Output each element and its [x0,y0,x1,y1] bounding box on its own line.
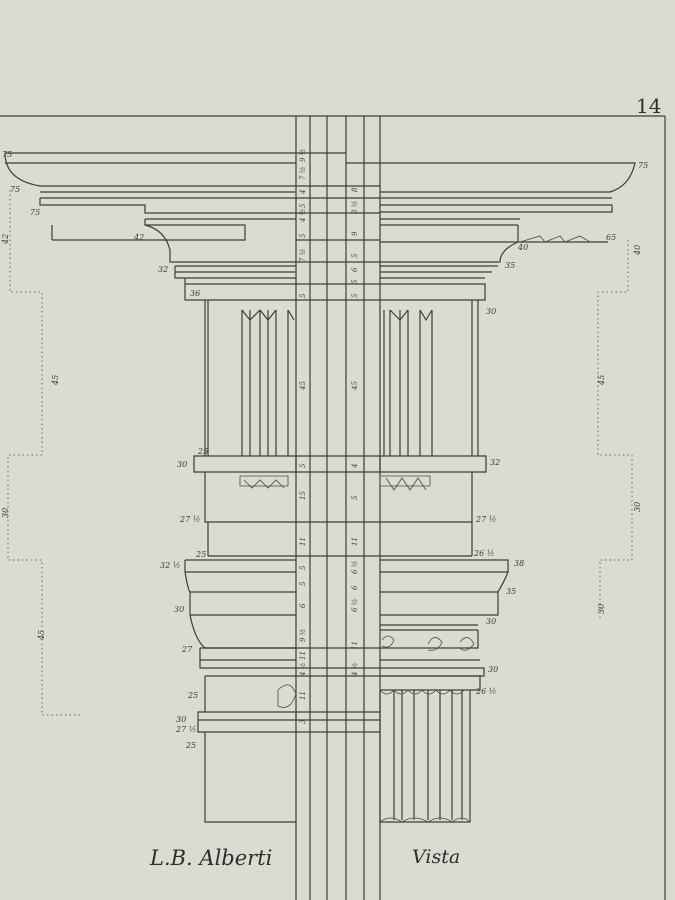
right-annotation: 30 [486,307,496,316]
scale-number: 11 [299,537,307,546]
lower-column [197,675,481,823]
left-annotation: 42 [133,233,144,242]
outer-dimension: 30 [633,502,642,512]
central-scale-bars [295,116,381,900]
scale-number: 5 [351,279,359,284]
scale-number: 11 [299,651,307,660]
outer-dimension: 45 [51,375,60,386]
scale-number: 15 [299,491,307,500]
scale-number: 4 [299,190,307,195]
scale-number: 4 ½ [299,662,307,677]
right-annotations: 75 65 40 35 30 32 27 ½ 26 ½ 38 35 30 30 … [473,161,648,696]
scale-number: 5 [299,565,307,570]
right-dotted-profile [597,240,633,620]
left-annotation: 27 [181,645,193,654]
left-annotation: 30 [176,715,186,724]
left-annotation: 30 [174,605,184,614]
scale-number: 3 ½ [351,200,359,214]
scale-number: 6 ½ [351,560,359,574]
outer-dimension: 30 [1,508,10,518]
scale-number: 7 ½ [299,248,307,262]
upper-column [193,300,487,557]
scale-number: 11 [351,537,359,546]
scale-number: 6 [299,603,307,608]
scale-number: 5 [351,293,359,298]
left-annotation: 25 [195,550,206,559]
left-annotations: 75 75 75 42 32 36 25 30 27 ½ 25 32 ½ 30 … [2,150,208,750]
scale-number: 6 [351,585,359,590]
right-annotation: 75 [638,161,648,170]
right-annotation: 38 [514,559,524,568]
scale-number: 5 [299,581,307,586]
scale-number: 5 [299,293,307,298]
scale-number: 9 [351,231,359,236]
outer-dimension: 30 [597,604,606,614]
right-annotation: 65 [606,233,616,242]
scale-number: 4 [351,464,359,469]
right-annotation: 40 [517,243,528,252]
outer-right-dims: 40 45 30 30 [597,245,642,614]
scale-number: 45 [299,381,307,391]
left-annotation: 25 [187,691,198,700]
cornice [4,152,636,301]
outer-left-dims: 42 45 30 45 [1,234,60,641]
outer-dimension: 42 [1,234,10,245]
left-annotation: 25 [185,741,196,750]
scale-numbers-left: 9 ½ 7 ½ 4 5 4 ½ 5 7 ½ 5 45 5 15 11 5 5 6… [299,148,307,724]
left-annotation: 27 ½ [179,515,200,524]
plate-frame [0,115,666,900]
scale-number: 9 ½ [299,148,307,162]
left-annotation: 75 [30,208,40,217]
scale-number: 6 ½ [351,598,359,612]
left-dotted-profile [7,190,82,716]
scale-number: 4 ½ [299,208,307,223]
scale-number: 5 [299,233,307,238]
right-annotation: 35 [505,261,515,270]
scale-number: 3 [299,719,307,724]
scale-number: 9 ½ [299,628,307,642]
right-annotation: 35 [506,587,516,596]
right-annotation: 30 [488,665,498,674]
caption-right: Vista [412,846,461,868]
scale-number: 7 ½ [299,166,307,180]
caption-left: L.B. Alberti [150,846,273,870]
left-annotation: 27 ½ [175,725,196,734]
outer-dimension: 45 [37,630,46,641]
plate-number: 14 [636,94,662,118]
left-annotation: 32 [158,265,168,274]
outer-dimension: 40 [633,245,642,256]
scale-number: 5 [351,495,359,500]
right-annotation: 26 ½ [473,549,494,558]
scale-number: 11 [351,641,359,650]
scale-number: 6 [351,267,359,272]
right-annotation: 27 ½ [475,515,496,524]
left-annotation: 75 [2,150,12,159]
right-annotation: 26 ½ [475,687,496,696]
scale-number: 11 [299,691,307,700]
scale-number: 4 ½ [351,662,359,677]
scale-number: 8 [351,187,359,192]
left-annotation: 32 ½ [160,561,180,570]
outer-dimension: 45 [597,375,606,386]
left-annotation: 30 [177,460,187,469]
right-annotation: 30 [486,617,496,626]
scale-number: 5 [351,253,359,258]
left-annotation: 75 [10,185,20,194]
scale-number: 45 [351,381,359,391]
left-annotation: 25 [197,447,208,456]
scale-number: 5 [299,463,307,468]
scale-numbers-right: 8 3 ½ 9 5 6 5 5 45 4 5 11 6 ½ 6 6 ½ 11 4… [351,187,359,677]
left-annotation: 36 [190,289,200,298]
right-annotation: 32 [490,458,500,467]
capital [184,559,509,677]
scale-number: 5 [299,203,307,208]
